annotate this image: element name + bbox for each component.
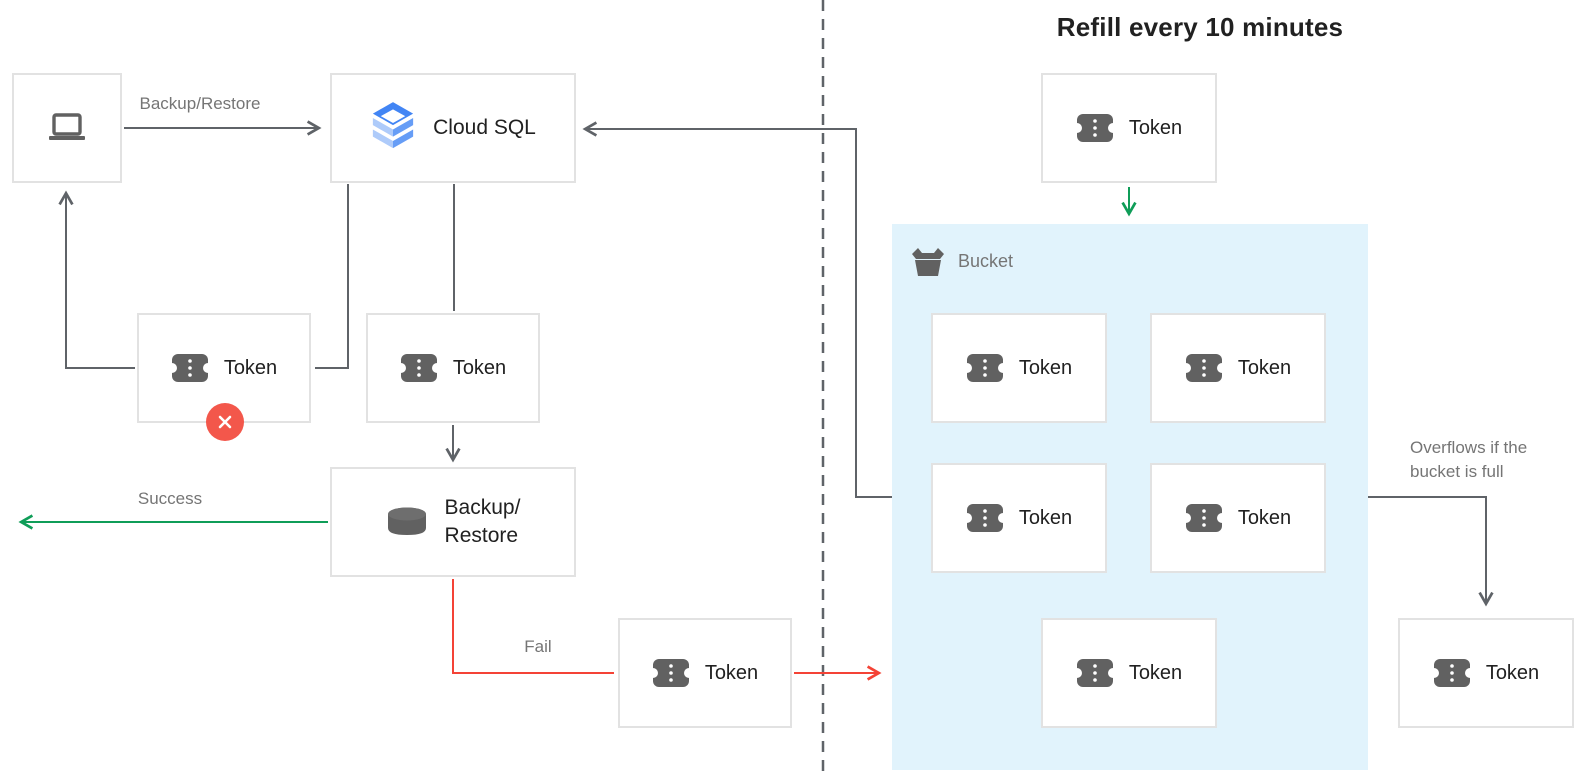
arrow-token-a-to-client [58,190,135,369]
ticket-icon [1075,659,1114,687]
backup-restore-box: Backup/ Restore [330,467,576,577]
cloud-sql-box: Cloud SQL [330,73,576,183]
overflow-label-line2: bucket is full [1410,462,1504,481]
ticket-icon [651,659,690,687]
overflow-label-line1: Overflows if the [1410,438,1528,457]
ticket-icon [1075,114,1114,142]
ticket-icon [1432,659,1471,687]
token-label: Token [223,356,278,379]
token-label: Token [1128,116,1183,139]
token-label: Token [1018,356,1073,379]
token-label: Token [704,661,759,684]
ticket-icon [1184,504,1223,532]
token-box-overflow: Token [1398,618,1574,728]
success-label: Success [137,489,203,508]
line-cloudsql-to-token-a [315,184,349,369]
error-x-icon [206,403,244,441]
ticket-icon [965,354,1004,382]
ticket-icon [170,354,209,382]
backup-label-line1: Backup/ [444,496,521,519]
ticket-icon [399,354,438,382]
backup-label-line2: Restore [444,524,519,547]
cloud-sql-label: Cloud SQL [433,116,536,139]
token-box-bucket-3: Token [931,463,1107,573]
cloud-sql-stack-icon [373,102,414,149]
token-label: Token [1237,356,1292,379]
token-box-refill: Token [1041,73,1217,183]
token-box-bucket-2: Token [1150,313,1326,423]
overflow-label: Overflows if the bucket is full [1410,436,1527,484]
token-box-fail-return: Token [618,618,792,728]
laptop-icon [49,113,85,140]
ticket-icon [1184,354,1223,382]
arrow-bucket-to-cloudsql [582,121,892,498]
bucket-label: Bucket [958,251,1014,271]
token-box-consumed: Token [366,313,540,423]
token-label: Token [1018,506,1073,529]
client-box [12,73,122,183]
backup-restore-arrow-label: Backup/Restore [139,94,261,113]
arrow-overflow [1368,496,1494,607]
ticket-icon [965,504,1004,532]
token-box-bucket-5: Token [1041,618,1217,728]
token-label: Token [1485,661,1540,684]
refill-title: Refill every 10 minutes [1056,12,1344,42]
token-label: Token [1237,506,1292,529]
database-icon [387,507,426,535]
fail-label: Fail [524,637,552,656]
token-label: Token [452,356,507,379]
line-fail-to-token [452,579,614,674]
bucket-icon [912,248,944,276]
token-label: Token [1128,661,1183,684]
token-box-bucket-1: Token [931,313,1107,423]
token-box-bucket-4: Token [1150,463,1326,573]
bucket-tag: Bucket [910,246,1013,277]
